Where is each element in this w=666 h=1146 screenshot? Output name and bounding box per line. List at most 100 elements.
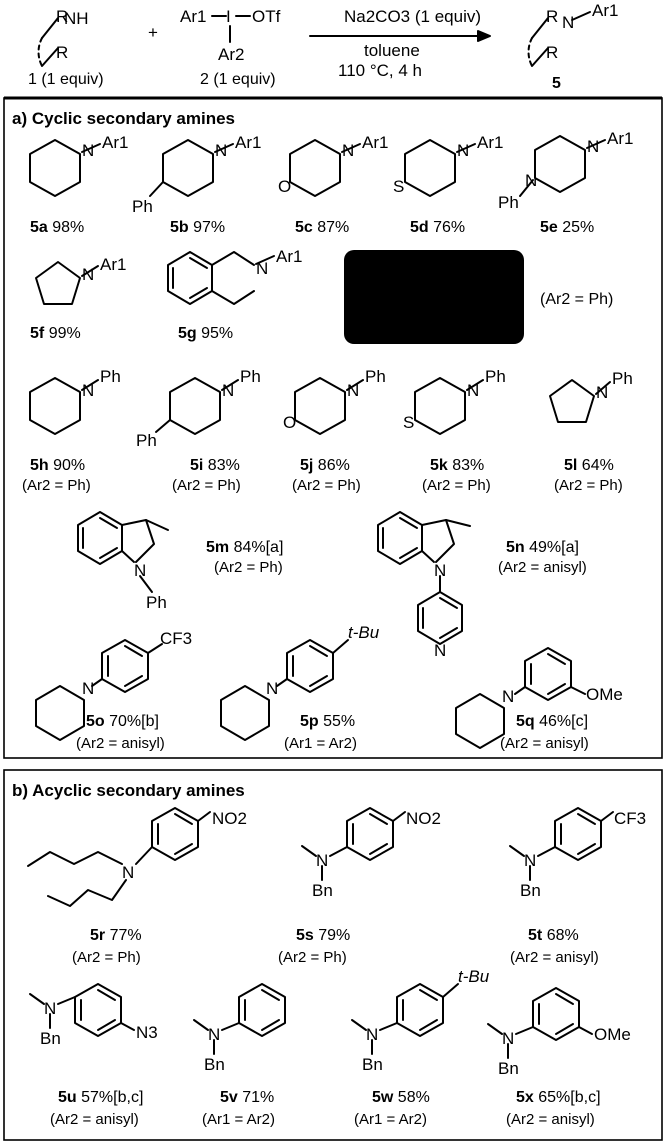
5x-bn: Bn (498, 1059, 519, 1078)
5w-tbu: t-Bu (458, 967, 490, 986)
svg-text:(Ar2 = Ph): (Ar2 = Ph) (214, 559, 283, 576)
5v-n: N (208, 1025, 220, 1044)
svg-text:5w 58%: 5w 58% (372, 1089, 430, 1106)
iodonium-ar2: Ar2 (218, 45, 244, 64)
5t-cf3: CF3 (614, 809, 646, 828)
5s-no2: NO2 (406, 809, 441, 828)
row1-structures (29, 135, 606, 197)
ar2-note: (Ar2 = Ph) (540, 291, 613, 308)
5a-ar1: Ar1 (102, 133, 128, 152)
5s-n: N (316, 851, 328, 870)
svg-text:(Ar2 = Ph): (Ar2 = Ph) (554, 477, 623, 494)
svg-text:(Ar2 = anisyl): (Ar2 = anisyl) (500, 735, 589, 752)
svg-text:5j 86%: 5j 86% (300, 457, 350, 474)
svg-text:5u 57%[b,c]: 5u 57%[b,c] (58, 1089, 143, 1106)
5e-n: N (587, 137, 599, 156)
5x-ome: OMe (594, 1025, 631, 1044)
svg-text:5m 84%[a]: 5m 84%[a] (206, 539, 283, 556)
r-group-label: R (56, 7, 68, 26)
product-5-label: 5 (552, 75, 561, 92)
svg-text:(Ar2 = anisyl): (Ar2 = anisyl) (50, 1111, 139, 1128)
5n-n: N (434, 561, 446, 580)
5j-n: N (347, 381, 359, 400)
svg-text:(Ar2 = Ph): (Ar2 = Ph) (292, 477, 361, 494)
svg-text:(Ar2 = Ph): (Ar2 = Ph) (172, 477, 241, 494)
svg-text:(Ar2 = anisyl): (Ar2 = anisyl) (76, 735, 165, 752)
5c-n: N (342, 141, 354, 160)
5l-n: N (596, 383, 608, 402)
5o-cf3: CF3 (160, 629, 192, 648)
5u-bn: Bn (40, 1029, 61, 1048)
5d-ar1: Ar1 (477, 133, 503, 152)
svg-text:(Ar2 = anisyl): (Ar2 = anisyl) (498, 559, 587, 576)
5k-n: N (467, 381, 479, 400)
5e-ar1: Ar1 (607, 129, 633, 148)
conditions-label: 110 °C, 4 h (338, 61, 422, 80)
section-b-box (3, 769, 663, 1141)
svg-text:5q 46%[c]: 5q 46%[c] (516, 713, 588, 730)
ar1-definition: Ar1 = (354, 261, 395, 280)
row5-labels: 5o 70%[b] (Ar2 = anisyl) 5p 55% (Ar1 = A… (76, 713, 589, 752)
5n-pyridine-n: N (434, 641, 446, 660)
5t-bn: Bn (520, 881, 541, 900)
5b-n: N (215, 141, 227, 160)
5g-n: N (256, 259, 268, 278)
5a-n: N (82, 141, 94, 160)
5k-s: S (403, 413, 414, 432)
5g-ar1: Ar1 (276, 247, 302, 266)
svg-text:5v 71%: 5v 71% (220, 1089, 274, 1106)
row3-structures (29, 377, 611, 435)
5q-ome: OMe (586, 685, 623, 704)
product-ar1-label: Ar1 (592, 1, 618, 20)
svg-text:5s 79%: 5s 79% (296, 927, 350, 944)
iodonium-2-label: 2 (1 equiv) (200, 71, 276, 88)
iodine-label: I (226, 7, 231, 26)
svg-text:5h 90%: 5h 90% (30, 457, 85, 474)
5k-ph: Ph (485, 367, 506, 386)
5u-n: N (44, 999, 56, 1018)
svg-text:5n 49%[a]: 5n 49%[a] (506, 539, 579, 556)
amine-1-label: 1 (1 equiv) (28, 71, 104, 88)
svg-text:5e 25%: 5e 25% (540, 219, 594, 236)
reagent-label: Na2CO3 (1 equiv) (344, 7, 481, 26)
5s-bn: Bn (312, 881, 333, 900)
5x-n: N (502, 1029, 514, 1048)
row2-labels: 5f 99% 5g 95% (30, 325, 233, 342)
svg-text:5p 55%: 5p 55% (300, 713, 355, 730)
5b-ph: Ph (132, 197, 153, 216)
5j-ph: Ph (365, 367, 386, 386)
svg-text:5l 64%: 5l 64% (564, 457, 614, 474)
5c-ar1: Ar1 (362, 133, 388, 152)
svg-text:5c 87%: 5c 87% (295, 219, 349, 236)
svg-text:(Ar2 = Ph): (Ar2 = Ph) (72, 949, 141, 966)
r-group-label-2: R (56, 43, 68, 62)
svg-text:5f 99%: 5f 99% (30, 325, 81, 342)
svg-text:(Ar2 = Ph): (Ar2 = Ph) (22, 477, 91, 494)
svg-text:(Ar2 = Ph): (Ar2 = Ph) (422, 477, 491, 494)
row3-labels: 5h 90% (Ar2 = Ph) 5i 83% (Ar2 = Ph) 5j 8… (22, 457, 623, 494)
row2-structures (35, 250, 524, 344)
5i-ph: Ph (240, 367, 261, 386)
svg-text:(Ar1 = Ar2): (Ar1 = Ar2) (284, 735, 357, 752)
svg-text:(Ar1 = Ar2): (Ar1 = Ar2) (202, 1111, 275, 1128)
otf-label: OTf (252, 7, 281, 26)
5h-ph: Ph (100, 367, 121, 386)
5e-n2: N (525, 171, 537, 190)
section-b-title: b) Acyclic secondary amines (12, 781, 245, 800)
row6-labels: 5r 77% (Ar2 = Ph) 5s 79% (Ar2 = Ph) 5t 6… (72, 927, 599, 966)
row1-labels: 5a 98% 5b 97% 5c 87% 5d 76% 5e 25% (30, 219, 594, 236)
svg-text:5i 83%: 5i 83% (190, 457, 240, 474)
row7-structures (29, 983, 593, 1059)
plus-sign: + (148, 23, 158, 42)
5t-n: N (524, 851, 536, 870)
5d-s: S (393, 177, 404, 196)
section-a-title: a) Cyclic secondary amines (12, 109, 235, 128)
row4-structures (77, 511, 471, 645)
5p-tbu: t-Bu (348, 623, 380, 642)
5f-ar1: Ar1 (100, 255, 126, 274)
row4-labels: 5m 84%[a] (Ar2 = Ph) 5n 49%[a] (Ar2 = an… (206, 539, 587, 576)
nh-label: NH (64, 9, 89, 28)
5d-n: N (457, 141, 469, 160)
5u-n3: N3 (136, 1023, 158, 1042)
svg-text:5o 70%[b]: 5o 70%[b] (86, 713, 159, 730)
